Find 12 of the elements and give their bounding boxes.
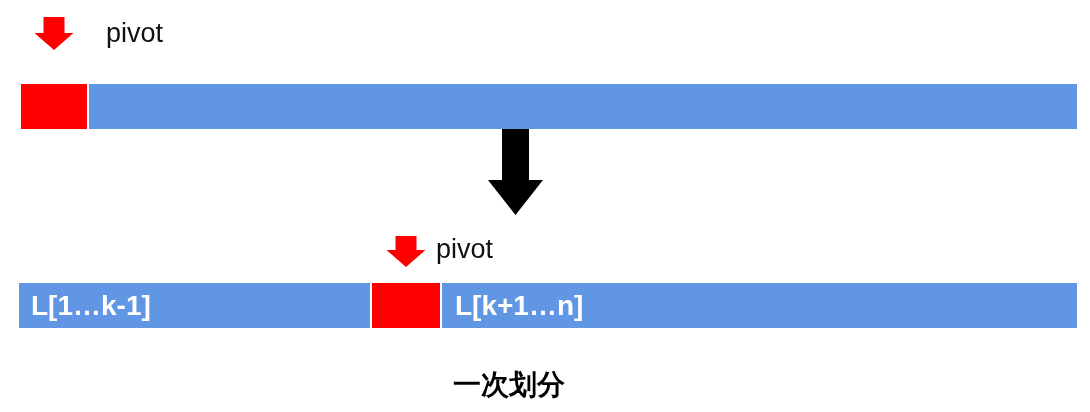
array-bar bbox=[19, 84, 1077, 129]
caption: 一次划分 bbox=[453, 369, 565, 401]
pivot-label: pivot bbox=[436, 234, 494, 264]
arrow bbox=[34, 17, 74, 50]
pivot-cell bbox=[19, 84, 89, 129]
arrow bbox=[488, 129, 543, 215]
range-label: L[k+1…n] bbox=[455, 290, 584, 322]
array-bar bbox=[19, 283, 1077, 328]
range-label: L[1…k-1] bbox=[31, 290, 151, 322]
pivot-label: pivot bbox=[106, 18, 164, 48]
pivot-cell bbox=[370, 283, 442, 328]
arrow bbox=[386, 236, 426, 267]
